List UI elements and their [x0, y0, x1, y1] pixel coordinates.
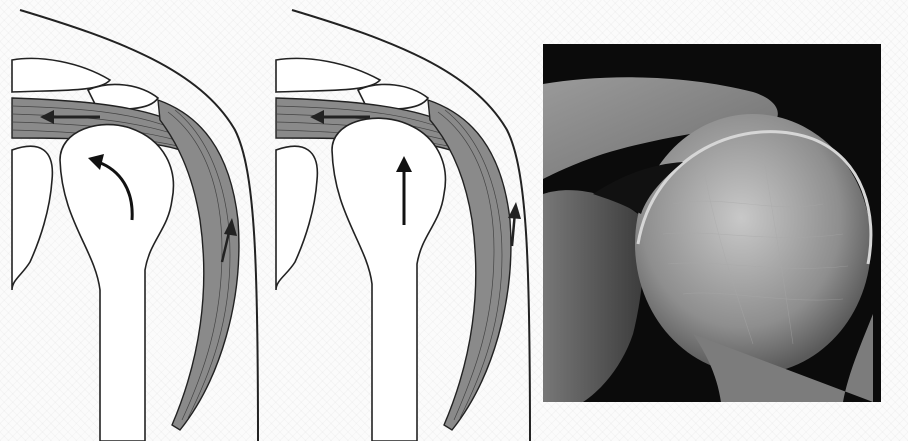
xray-shoulder-image [543, 44, 881, 402]
illustration-superior-migration-panel [262, 0, 534, 441]
illustration-rotation-drawing [0, 0, 262, 441]
illustration-rotation-panel [0, 0, 262, 441]
deltoid-muscle [428, 100, 511, 430]
humerus [332, 118, 445, 441]
glenoid [12, 146, 52, 290]
glenoid [276, 146, 317, 290]
xray-shoulder-drawing [543, 44, 881, 402]
illustration-superior-migration-drawing [262, 0, 534, 441]
